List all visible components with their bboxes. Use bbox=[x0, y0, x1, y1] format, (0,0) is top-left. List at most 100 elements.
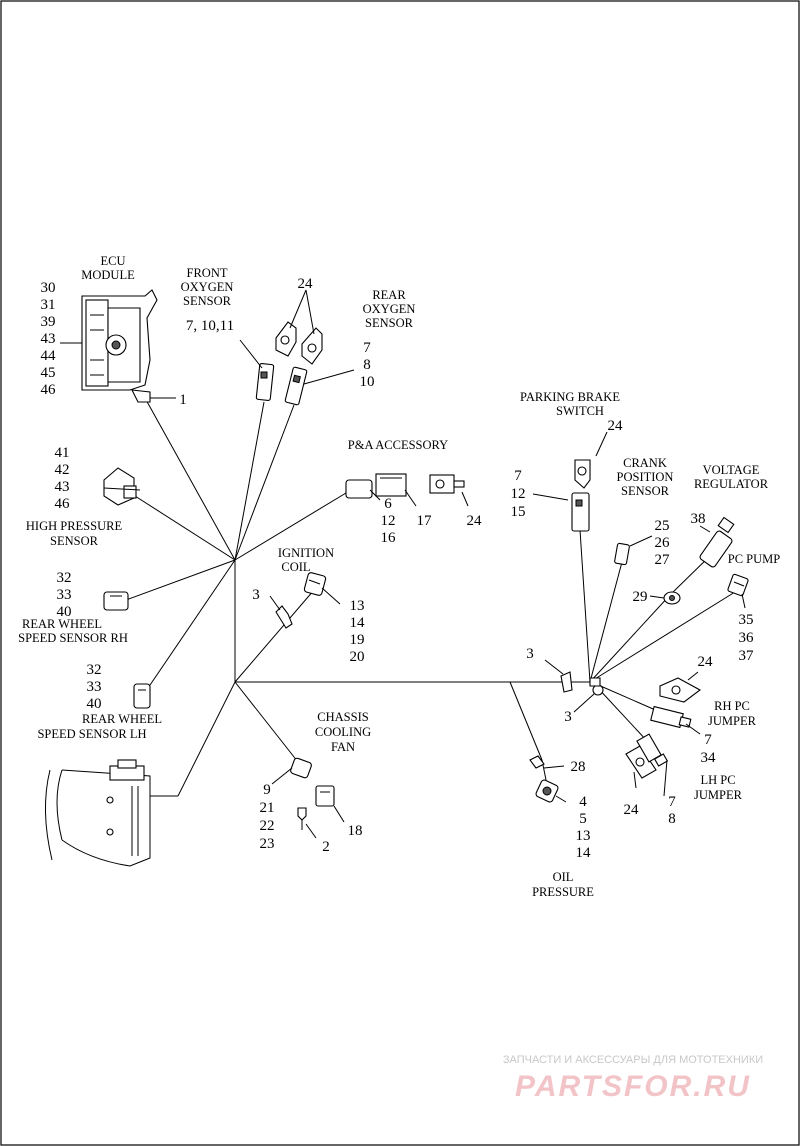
callout-pa-16: 16 bbox=[381, 530, 397, 546]
callout-pc-pump-36: 36 bbox=[739, 630, 755, 646]
watermark: ЗАПЧАСТИ И АКСЕССУАРЫ ДЛЯ МОТОТЕХНИКИ PA… bbox=[503, 1054, 763, 1103]
callout-fan-18: 18 bbox=[348, 823, 363, 839]
parking-brake-switch bbox=[571, 459, 591, 532]
clip-3-ignition bbox=[275, 605, 293, 629]
callout-pc-pump-37: 37 bbox=[739, 648, 755, 664]
frame-bracket bbox=[45, 759, 151, 867]
callout-high-pressure-43: 43 bbox=[55, 479, 70, 495]
label-ignition-coil-1: IGNITION bbox=[278, 546, 334, 560]
label-crank-2: POSITION bbox=[617, 470, 674, 484]
label-ignition-coil-2: COIL bbox=[281, 560, 310, 574]
pa-accessory-connector bbox=[345, 473, 465, 499]
callout-ignition-13: 13 bbox=[350, 598, 365, 614]
callout-parking-brake-12: 12 bbox=[511, 486, 526, 502]
callout-ecu-44: 44 bbox=[41, 348, 57, 364]
label-front-o2-1: FRONT bbox=[187, 266, 228, 280]
label-crank-1: CRANK bbox=[623, 456, 667, 470]
callout-ecu-46: 46 bbox=[41, 382, 57, 398]
callout-crank-25: 25 bbox=[655, 518, 670, 534]
callout-pa-24: 24 bbox=[467, 513, 483, 529]
callout-rear-wheel-lh-33: 33 bbox=[87, 679, 102, 695]
callout-lh-jumper-7: 7 bbox=[668, 794, 676, 810]
chassis-cooling-fan-connector bbox=[290, 757, 335, 830]
callout-clip-3-upper: 3 bbox=[526, 646, 534, 662]
label-pa-accessory: P&A ACCESSORY bbox=[348, 438, 448, 452]
callout-parking-brake-24: 24 bbox=[608, 418, 624, 434]
rear-wheel-speed-sensor-rh-connector bbox=[103, 591, 129, 611]
front-oxygen-sensor-connector bbox=[255, 363, 275, 401]
label-high-pressure-2: SENSOR bbox=[50, 534, 99, 548]
label-parking-brake-2: SWITCH bbox=[556, 404, 604, 418]
callout-pa-6: 6 bbox=[384, 496, 392, 512]
callout-rear-o2-10: 10 bbox=[360, 374, 375, 390]
label-front-o2-2: OXYGEN bbox=[181, 280, 234, 294]
callout-rh-jumper-7: 7 bbox=[704, 732, 712, 748]
callout-rh-jumper-24: 24 bbox=[698, 654, 714, 670]
callout-rear-wheel-rh-32: 32 bbox=[57, 570, 72, 586]
callout-rear-wheel-lh-32: 32 bbox=[87, 662, 102, 678]
callout-ignition-14: 14 bbox=[350, 615, 366, 631]
callout-rear-o2-7: 7 bbox=[363, 340, 371, 356]
callout-ecu-30: 30 bbox=[41, 280, 56, 296]
callout-lh-jumper-24: 24 bbox=[624, 802, 640, 818]
label-voltage-reg-2: REGULATOR bbox=[694, 477, 769, 491]
callout-rh-jumper-34: 34 bbox=[701, 750, 717, 766]
label-rear-o2-1: REAR bbox=[372, 288, 406, 302]
rear-wheel-speed-sensor-lh-connector bbox=[133, 683, 151, 709]
callout-pa-17: 17 bbox=[417, 513, 433, 529]
label-parking-brake-1: PARKING BRAKE bbox=[520, 390, 620, 404]
callout-fan-22: 22 bbox=[260, 818, 275, 834]
callout-fan-9: 9 bbox=[263, 782, 271, 798]
callout-clip-3-lower: 3 bbox=[564, 709, 572, 725]
label-voltage-reg-1: VOLTAGE bbox=[703, 463, 760, 477]
o2-connector-clips bbox=[275, 321, 323, 365]
label-chassis-fan-2: COOLING bbox=[315, 725, 371, 739]
label-rear-o2-2: OXYGEN bbox=[363, 302, 416, 316]
connector-29 bbox=[663, 591, 681, 605]
callout-high-pressure-46: 46 bbox=[55, 496, 71, 512]
high-pressure-sensor-connector bbox=[103, 467, 137, 506]
leader-lines bbox=[60, 289, 746, 839]
callout-oil-5: 5 bbox=[579, 811, 587, 827]
callout-crank-26: 26 bbox=[655, 535, 671, 551]
callout-high-pressure-42: 42 bbox=[55, 462, 70, 478]
callout-ecu-43: 43 bbox=[41, 331, 56, 347]
callout-fan-2: 2 bbox=[322, 839, 330, 855]
label-rear-wheel-lh-2: SPEED SENSOR LH bbox=[37, 727, 146, 741]
part-number-callouts: 30 31 39 43 44 45 46 1 7, 10,11 24 7 8 1… bbox=[41, 276, 755, 861]
callout-pa-12: 12 bbox=[381, 513, 396, 529]
label-oil-pressure-2: PRESSURE bbox=[532, 885, 594, 899]
callout-o2-24: 24 bbox=[298, 276, 314, 292]
label-crank-3: SENSOR bbox=[621, 484, 670, 498]
crank-position-sensor bbox=[614, 542, 630, 566]
callout-parking-brake-15: 15 bbox=[511, 504, 526, 520]
callout-oil-13: 13 bbox=[576, 828, 591, 844]
label-rh-pc-jumper-2: JUMPER bbox=[708, 714, 757, 728]
callout-oil-28: 28 bbox=[571, 759, 586, 775]
rh-pc-jumper bbox=[650, 677, 702, 729]
callout-high-pressure-41: 41 bbox=[55, 445, 70, 461]
label-rear-wheel-lh-1: REAR WHEEL bbox=[82, 712, 162, 726]
callout-rear-o2-8: 8 bbox=[363, 357, 371, 373]
label-oil-pressure-1: OIL bbox=[553, 870, 574, 884]
callout-fan-21: 21 bbox=[260, 800, 275, 816]
watermark-tagline: ЗАПЧАСТИ И АКСЕССУАРЫ ДЛЯ МОТОТЕХНИКИ bbox=[503, 1054, 763, 1066]
clip-3-lower bbox=[589, 677, 604, 696]
callout-front-o2: 7, 10,11 bbox=[186, 318, 234, 334]
callout-ecu-31: 31 bbox=[41, 297, 56, 313]
callout-crank-27: 27 bbox=[655, 552, 671, 568]
callout-rear-wheel-rh-40: 40 bbox=[57, 604, 72, 620]
label-chassis-fan-1: CHASSIS bbox=[317, 710, 368, 724]
label-ecu-1: ECU bbox=[101, 254, 126, 268]
label-rear-o2-3: SENSOR bbox=[365, 316, 414, 330]
component-labels: ECU MODULE FRONT OXYGEN SENSOR REAR OXYG… bbox=[18, 254, 780, 899]
label-rh-pc-jumper-1: RH PC bbox=[714, 699, 750, 713]
callout-rear-wheel-rh-33: 33 bbox=[57, 587, 72, 603]
ecu-module bbox=[81, 289, 158, 403]
label-rear-wheel-rh-2: SPEED SENSOR RH bbox=[18, 631, 128, 645]
voltage-regulator-connector bbox=[699, 516, 735, 568]
label-high-pressure-1: HIGH PRESSURE bbox=[26, 519, 123, 533]
label-pc-pump: PC PUMP bbox=[728, 552, 781, 566]
